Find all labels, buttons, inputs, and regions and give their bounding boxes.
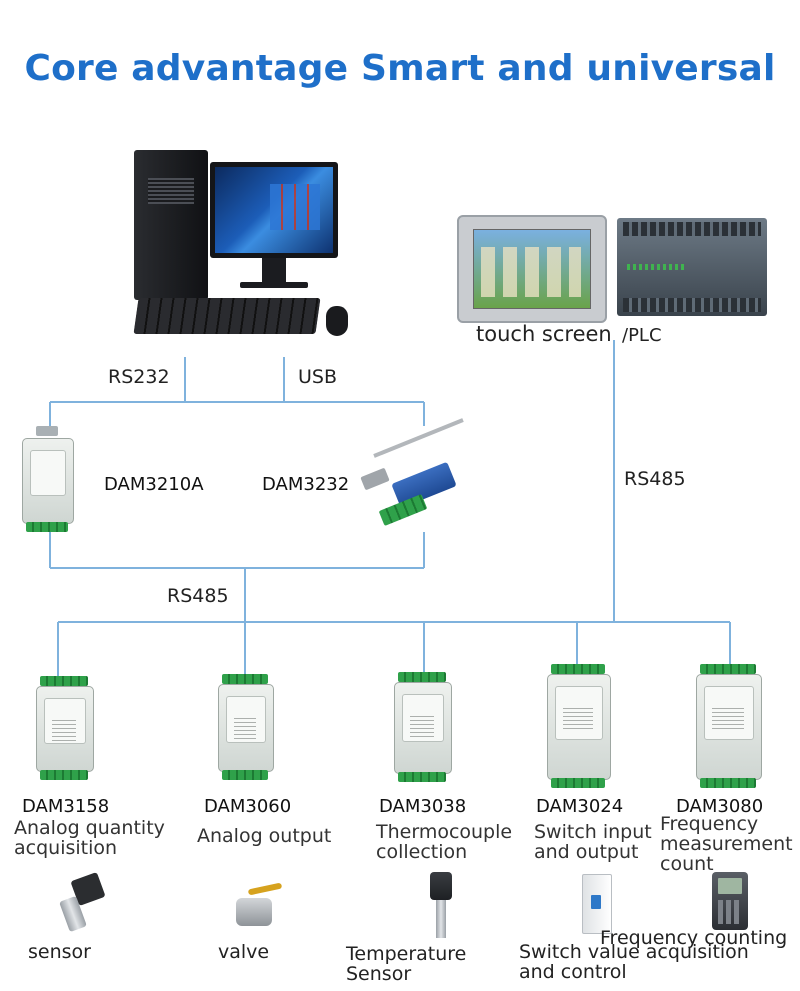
- keyboard: [133, 298, 321, 334]
- module-terminal: [222, 770, 268, 780]
- device-label: valve: [218, 941, 270, 963]
- pressure-sensor-icon: [58, 871, 106, 933]
- monitor-stand: [262, 258, 286, 284]
- plc-terminals-top: [623, 222, 761, 236]
- module-dam3038-image: [388, 672, 456, 782]
- module-label-lines: [712, 708, 744, 730]
- module-dam3024-image: [541, 664, 615, 788]
- touch-screen-widgets: [481, 247, 581, 297]
- counter-keys: [718, 900, 742, 924]
- converter-dam3232-image: [360, 418, 470, 530]
- module-model-label: DAM3038: [379, 796, 467, 817]
- converter-dam3210a-image: [16, 426, 78, 532]
- converter-model-label: DAM3210A: [104, 474, 204, 495]
- device-label: Switch value acquisition and control: [519, 941, 749, 983]
- module-function-label: Frequency measurement count: [660, 813, 793, 875]
- module-dam3060-image: [212, 674, 278, 780]
- valve-icon: [228, 882, 286, 930]
- switch-breaker-icon: [582, 874, 612, 934]
- rs232-label: RS232: [108, 366, 170, 388]
- usb-plug: [360, 467, 390, 491]
- desktop-computer-image: [130, 148, 360, 343]
- module-terminal: [551, 664, 605, 674]
- module-terminal: [40, 676, 88, 686]
- touch-screen-image: [457, 215, 607, 323]
- device-label: sensor: [28, 941, 91, 963]
- module-terminal: [398, 672, 446, 682]
- module-model-label: DAM3024: [536, 796, 624, 817]
- frequency-counter-icon: [712, 872, 748, 930]
- module-function-label: Analog output: [197, 825, 332, 847]
- module-terminal: [26, 522, 68, 532]
- monitor-tiles: [270, 184, 320, 230]
- mouse: [326, 306, 348, 336]
- pc-tower: [134, 150, 208, 300]
- device-label: Frequency counting: [600, 927, 788, 949]
- module-label-lines: [563, 708, 593, 730]
- module-function-label: Switch input and output: [534, 821, 652, 863]
- plc-leds: [627, 264, 687, 270]
- device-label: Temperature Sensor: [346, 943, 467, 985]
- plc-label: /PLC: [622, 325, 662, 346]
- valve-body: [236, 898, 272, 926]
- module-model-label: DAM3060: [204, 796, 292, 817]
- page-title: Core advantage Smart and universal: [24, 48, 776, 89]
- temperature-sensor-icon: [426, 872, 456, 938]
- module-model-label: DAM3080: [676, 796, 764, 817]
- pc-tower-vent: [148, 178, 194, 204]
- module-terminal: [40, 770, 88, 780]
- temp-head: [430, 872, 452, 900]
- module-function-label: Thermocouple collection: [376, 821, 513, 863]
- module-dam3158-image: [30, 676, 98, 780]
- rs485-bus-label: RS485: [167, 585, 229, 607]
- module-terminal: [551, 778, 605, 788]
- plc-terminals-bottom: [623, 298, 761, 312]
- plc-image: [617, 218, 767, 316]
- touch-screen-label: touch screen: [476, 322, 612, 346]
- module-terminal: [398, 772, 446, 782]
- module-terminal: [222, 674, 268, 684]
- valve-handle: [247, 882, 283, 896]
- monitor-base: [240, 282, 308, 288]
- module-label-lines: [52, 720, 76, 742]
- temp-stem: [436, 900, 446, 938]
- breaker-toggle: [591, 895, 601, 909]
- module-model-label: DAM3158: [22, 796, 110, 817]
- db9-connector: [36, 426, 58, 436]
- counter-display: [718, 878, 742, 894]
- module-terminal: [700, 778, 756, 788]
- module-face: [30, 450, 66, 496]
- module-label-lines: [234, 718, 256, 740]
- module-dam3080-image: [690, 664, 766, 788]
- module-label-lines: [410, 716, 434, 738]
- rs485-right-label: RS485: [624, 468, 686, 490]
- usb-label: USB: [298, 366, 338, 388]
- module-terminal: [700, 664, 756, 674]
- module-function-label: Analog quantity acquisition: [14, 817, 165, 859]
- converter-model-label: DAM3232: [262, 474, 350, 495]
